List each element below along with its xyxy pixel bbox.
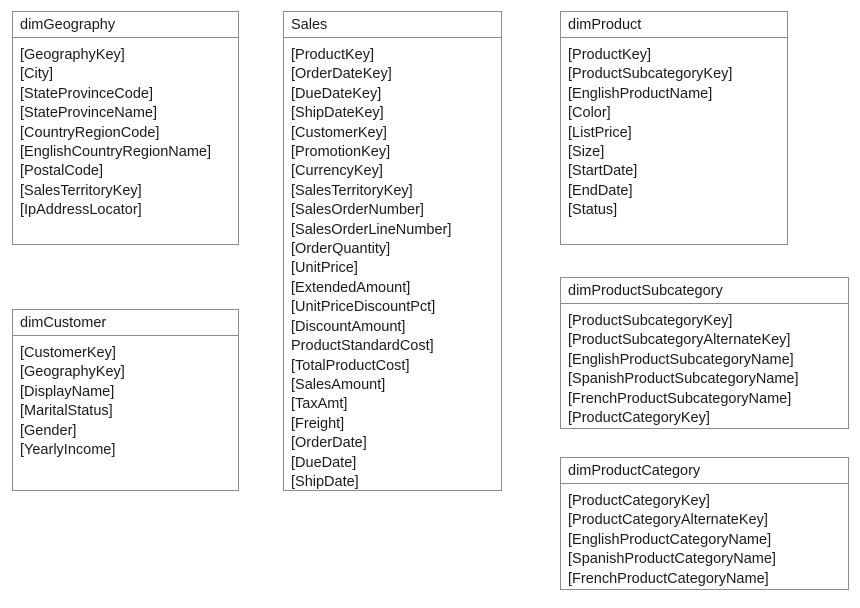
entity-title: dimGeography — [13, 12, 238, 38]
entity-field[interactable]: [PostalCode] — [20, 163, 104, 180]
entity-field[interactable]: [EnglishProductCategoryName] — [568, 531, 772, 548]
entity-field[interactable]: [SpanishProductSubcategoryName] — [568, 371, 799, 388]
entity-field[interactable]: [PromotionKey] — [291, 144, 391, 161]
entity-field[interactable]: [DiscountAmount] — [291, 318, 406, 335]
entity-field[interactable]: [ProductKey] — [291, 47, 375, 63]
entity-field[interactable]: [Size] — [568, 144, 605, 161]
entity-title: dimProductCategory — [561, 458, 848, 484]
entity-field[interactable]: [SpanishProductCategoryName] — [568, 551, 776, 568]
entity-field[interactable]: [EnglishProductSubcategoryName] — [568, 351, 794, 368]
entity-field[interactable]: [ProductSubcategoryKey] — [568, 313, 733, 329]
entity-field[interactable]: [EnglishCountryRegionName] — [20, 144, 212, 161]
entity-title: dimCustomer — [13, 310, 238, 336]
entity-dimcustomer[interactable]: dimCustomer [CustomerKey][GeographyKey][… — [12, 309, 239, 491]
entity-dimproductsubcategory[interactable]: dimProductSubcategory [ProductSubcategor… — [560, 277, 849, 429]
entity-field[interactable]: [UnitPrice] — [291, 260, 358, 277]
entity-field[interactable]: [ShipDateKey] — [291, 105, 384, 122]
entity-field[interactable]: [ProductKey] — [568, 47, 652, 63]
entity-field[interactable]: [CurrencyKey] — [291, 163, 383, 180]
entity-field[interactable]: [YearlyIncome] — [20, 442, 116, 459]
entity-field-list: [GeographyKey] [City] [StateProvinceCode] [… — [13, 38, 238, 221]
entity-field[interactable]: [SalesAmount] — [291, 376, 386, 393]
entity-field[interactable]: [Color] — [568, 105, 611, 122]
entity-field[interactable]: [DueDateKey] — [291, 85, 382, 102]
entity-field[interactable]: [ProductCategoryKey] — [568, 410, 710, 427]
entity-dimgeography[interactable]: dimGeography [GeographyKey] [City] [StateP… — [12, 11, 239, 245]
entity-field[interactable]: [ShipDate] — [291, 473, 359, 490]
entity-field[interactable]: [MaritalStatus] — [20, 403, 113, 420]
entity-field[interactable]: ProductStandardCost] — [291, 338, 434, 355]
entity-field[interactable]: [City] — [20, 66, 54, 83]
entity-field-list: [ProductCategoryKey] [ProductCategoryAlte… — [561, 484, 848, 589]
entity-sales[interactable]: Sales [ProductKey] [OrderDateKey] [DueDate… — [283, 11, 502, 491]
entity-field[interactable]: [DisplayName] — [20, 383, 115, 400]
entity-field[interactable]: [SalesTerritoryKey] — [291, 182, 413, 199]
entity-field[interactable]: [UnitPriceDiscountPct] — [291, 299, 436, 316]
entity-field[interactable]: [SalesOrderLineNumber] — [291, 221, 452, 238]
entity-field-list: [ProductKey] [ProductSubcategoryKey] [Engl… — [561, 38, 787, 221]
entity-field-list: [ProductSubcategoryKey] [ProductSubcatego… — [561, 304, 848, 428]
entity-dimproductcategory[interactable]: dimProductCategory [ProductCategoryKey][… — [560, 457, 849, 590]
entity-field-list: [ProductKey] [OrderDateKey] [DueDateKey] [S… — [284, 38, 501, 492]
entity-field[interactable]: [IpAddressLocator] — [20, 202, 142, 219]
entity-field[interactable]: [OrderQuantity] — [291, 241, 391, 258]
entity-field[interactable]: [TaxAmt] — [291, 396, 348, 413]
entity-field[interactable]: [Status] — [568, 202, 618, 219]
entity-field[interactable]: [SalesTerritoryKey] — [20, 182, 142, 199]
entity-field[interactable]: [FrenchProductSubcategoryName] — [568, 390, 792, 407]
entity-field[interactable]: [ListPrice] — [568, 124, 632, 141]
entity-field[interactable]: [CustomerKey] — [291, 124, 387, 141]
entity-field[interactable]: [Freight] — [291, 415, 345, 432]
entity-field[interactable]: [ProductCategoryAlternateKey] — [568, 512, 768, 529]
entity-field-list: [CustomerKey] [GeographyKey] [DisplayName]… — [13, 336, 238, 460]
entity-field[interactable]: [SalesOrderNumber] — [291, 202, 424, 219]
entity-dimproduct[interactable]: dimProduct [ProductKey] [ProductSubcatego… — [560, 11, 788, 245]
entity-field[interactable]: [FrenchProductCategoryName] — [568, 570, 769, 587]
entity-field[interactable]: [TotalProductCost] — [291, 357, 410, 374]
entity-field[interactable]: [CustomerKey] — [20, 345, 116, 361]
entity-title: dimProductSubcategory — [561, 278, 848, 304]
entity-field[interactable]: [CountryRegionCode] — [20, 124, 160, 141]
entity-field[interactable]: [EnglishProductName] — [568, 85, 713, 102]
entity-field[interactable]: [Gender] — [20, 422, 77, 439]
entity-field[interactable]: [ProductSubcategoryAlternateKey] — [568, 332, 791, 349]
entity-field[interactable]: [OrderDate] — [291, 435, 367, 452]
entity-field[interactable]: [OrderDateKey] — [291, 66, 392, 83]
entity-title: dimProduct — [561, 12, 787, 38]
entity-field[interactable]: [StartDate] — [568, 163, 638, 180]
entity-field[interactable]: [StateProvinceName] — [20, 105, 158, 122]
entity-field[interactable]: [DueDate] — [291, 454, 357, 471]
entity-field[interactable]: [GeographyKey] — [20, 47, 125, 63]
entity-field[interactable]: [ProductCategoryKey] — [568, 493, 710, 509]
entity-title: Sales — [284, 12, 501, 38]
entity-field[interactable]: [ExtendedAmount] — [291, 279, 411, 296]
entity-field[interactable]: [EndDate] — [568, 182, 633, 199]
entity-field[interactable]: [ProductSubcategoryKey] — [568, 66, 733, 83]
entity-field[interactable]: [GeographyKey] — [20, 364, 125, 381]
entity-field[interactable]: [StateProvinceCode] — [20, 85, 153, 102]
